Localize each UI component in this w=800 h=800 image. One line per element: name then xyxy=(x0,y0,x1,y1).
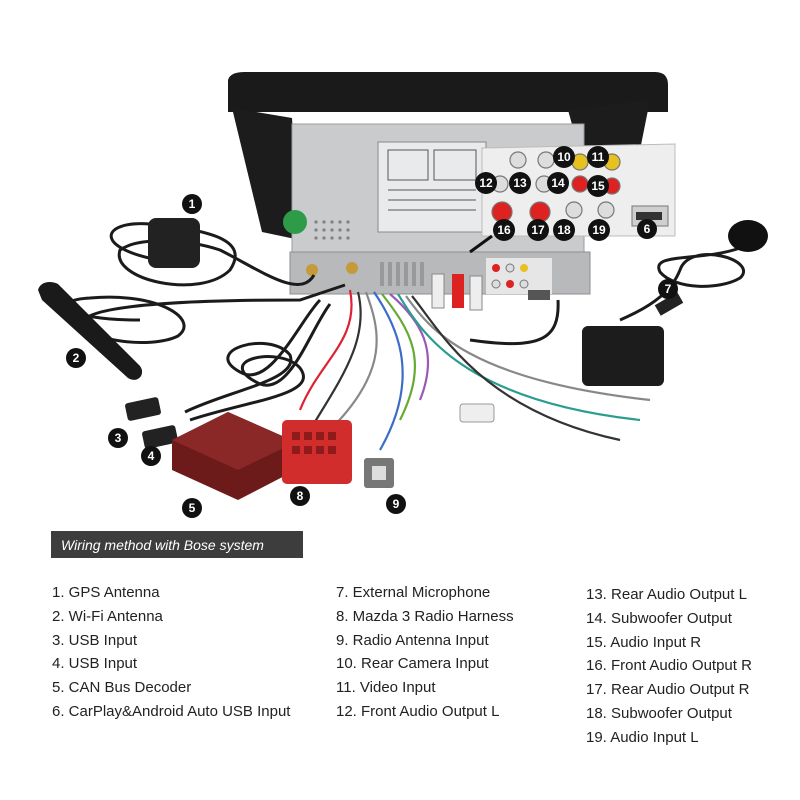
wifi-antenna-stick xyxy=(38,282,143,380)
legend-item: 1. GPS Antenna xyxy=(52,584,160,601)
callout-3: 3 xyxy=(108,428,128,448)
legend-item: 15. Audio Input R xyxy=(586,633,702,651)
flip-screen-panel xyxy=(228,72,668,112)
callout-1: 1 xyxy=(182,194,202,214)
legend-item: 7. External Microphone xyxy=(336,584,491,601)
callout-19: 19 xyxy=(588,219,610,241)
callout-7: 7 xyxy=(658,279,678,299)
callout-16: 16 xyxy=(493,219,515,241)
callout-11: 11 xyxy=(587,146,609,168)
usb-plug-2 xyxy=(142,425,178,449)
callout-12: 12 xyxy=(475,172,497,194)
section-banner: Wiring method with Bose system xyxy=(51,531,303,558)
legend-item: 3. USB Input xyxy=(52,631,138,649)
legend-item: 11. Video Input xyxy=(336,679,436,697)
callout-6: 6 xyxy=(637,219,657,239)
gps-antenna-cable xyxy=(109,222,316,287)
callout-10: 10 xyxy=(553,146,575,168)
warranty-sticker xyxy=(283,210,307,234)
callout-2: 2 xyxy=(66,348,86,368)
legend-item: 19. Audio Input L xyxy=(586,728,699,746)
gps-antenna-puck xyxy=(148,218,200,268)
usb-cable-1 xyxy=(184,298,322,414)
unit-label-sticker xyxy=(377,141,487,233)
legend-item: 18. Subwoofer Output xyxy=(586,704,732,722)
external-microphone xyxy=(728,220,768,252)
legend-item: 16. Front Audio Output R xyxy=(586,657,752,675)
wiring-illustration xyxy=(38,72,768,500)
callout-18: 18 xyxy=(553,219,575,241)
callout-14: 14 xyxy=(547,172,569,194)
legend-column-2: 7. External Microphone 8. Mazda 3 Radio … xyxy=(336,581,514,724)
callout-15: 15 xyxy=(587,175,609,197)
callout-17: 17 xyxy=(527,219,549,241)
legend-item: 8. Mazda 3 Radio Harness xyxy=(336,607,514,625)
microphone-cable xyxy=(619,246,745,322)
legend-column-1: 1. GPS Antenna 2. Wi-Fi Antenna 3. USB I… xyxy=(52,581,290,724)
legend-item: 5. CAN Bus Decoder xyxy=(52,679,192,697)
legend-item: 12. Front Audio Output L xyxy=(336,702,500,720)
legend-item: 13. Rear Audio Output L xyxy=(586,586,747,603)
panel-side-left xyxy=(232,108,300,240)
legend-column-3: 13. Rear Audio Output L 14. Subwoofer Ou… xyxy=(586,583,752,750)
legend-item: 17. Rear Audio Output R xyxy=(586,681,750,699)
callout-4: 4 xyxy=(141,446,161,466)
callout-8: 8 xyxy=(290,486,310,506)
filter-box xyxy=(582,326,664,386)
usb-cable-2 xyxy=(189,303,332,422)
usb-plug-1 xyxy=(125,397,161,421)
callout-13: 13 xyxy=(509,172,531,194)
legend-item: 14. Subwoofer Output xyxy=(586,609,732,627)
legend-item: 2. Wi-Fi Antenna xyxy=(52,607,163,625)
callout-5: 5 xyxy=(182,498,202,518)
legend-item: 10. Rear Camera Input xyxy=(336,655,489,673)
callout-9: 9 xyxy=(386,494,406,514)
legend-item: 9. Radio Antenna Input xyxy=(336,631,489,649)
usb-carplay-cable xyxy=(469,299,560,346)
legend-item: 4. USB Input xyxy=(52,655,138,673)
panel-side-right xyxy=(568,100,650,150)
legend-item: 6. CarPlay&Android Auto USB Input xyxy=(52,702,291,720)
